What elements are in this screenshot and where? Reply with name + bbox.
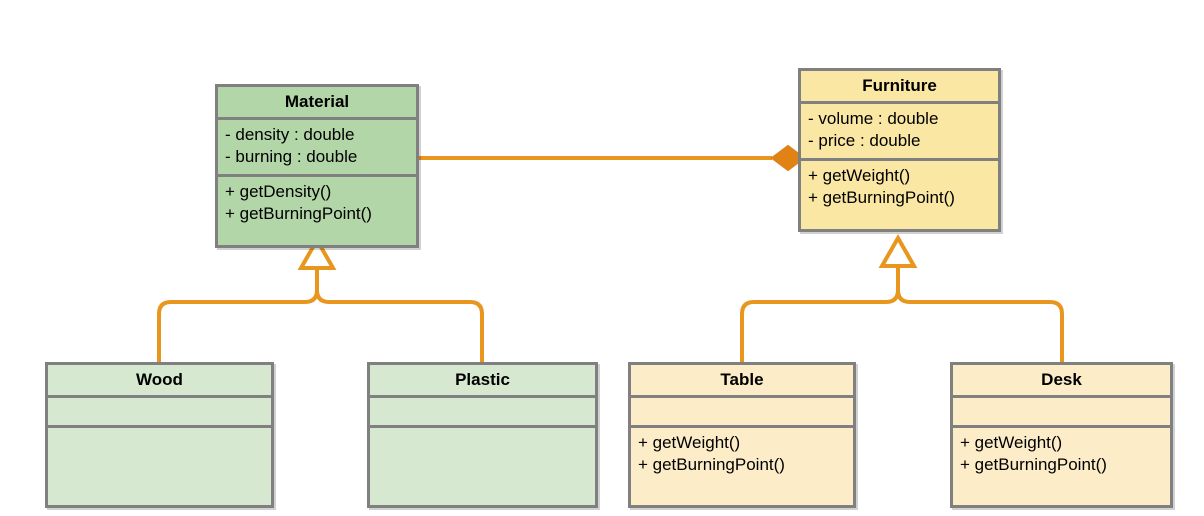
methods-compartment-plastic: [370, 428, 595, 505]
attributes-compartment-table: [631, 398, 853, 428]
uml-class-plastic[interactable]: Plastic: [367, 362, 598, 508]
class-name-table: Table: [631, 365, 853, 398]
method-item: + getBurningPoint(): [960, 455, 1107, 475]
attributes-compartment-plastic: [370, 398, 595, 428]
method-item: + getDensity(): [225, 182, 332, 201]
class-name-material: Material: [218, 87, 416, 120]
methods-compartment-furniture: + getWeight() + getBurningPoint(): [801, 161, 998, 229]
attribute-item: - volume : double: [808, 109, 939, 128]
class-name-plastic: Plastic: [370, 365, 595, 398]
uml-class-material[interactable]: Material - density : double - burning : …: [215, 84, 419, 248]
uml-class-desk[interactable]: Desk + getWeight() + getBurningPoint(): [950, 362, 1173, 508]
attributes-compartment-desk: [953, 398, 1170, 428]
attribute-item: - price : double: [808, 131, 921, 151]
method-item: + getBurningPoint(): [808, 188, 955, 208]
methods-compartment-table: + getWeight() + getBurningPoint(): [631, 428, 853, 505]
edge-generalization-material-subclasses[interactable]: [157, 235, 484, 364]
uml-class-wood[interactable]: Wood: [45, 362, 274, 508]
attribute-item: - burning : double: [225, 147, 358, 167]
attributes-compartment-material: - density : double - burning : double: [218, 120, 416, 177]
edge-composition-material-furniture[interactable]: [419, 144, 806, 172]
uml-class-table[interactable]: Table + getWeight() + getBurningPoint(): [628, 362, 856, 508]
uml-class-furniture[interactable]: Furniture - volume : double - price : do…: [798, 68, 1001, 232]
methods-compartment-wood: [48, 428, 271, 505]
class-name-wood: Wood: [48, 365, 271, 398]
methods-compartment-desk: + getWeight() + getBurningPoint(): [953, 428, 1170, 505]
method-item: + getBurningPoint(): [225, 204, 372, 224]
method-item: + getWeight(): [960, 433, 1063, 452]
attributes-compartment-furniture: - volume : double - price : double: [801, 104, 998, 161]
method-item: + getBurningPoint(): [638, 455, 785, 475]
methods-compartment-material: + getDensity() + getBurningPoint(): [218, 177, 416, 245]
edge-generalization-furniture-subclasses[interactable]: [740, 233, 1064, 364]
attributes-compartment-wood: [48, 398, 271, 428]
method-item: + getWeight(): [638, 433, 741, 452]
method-item: + getWeight(): [808, 166, 911, 185]
class-name-desk: Desk: [953, 365, 1170, 398]
class-name-furniture: Furniture: [801, 71, 998, 104]
hollow-triangle-marker-material: [297, 235, 337, 270]
attribute-item: - density : double: [225, 125, 355, 144]
hollow-triangle-marker-furniture: [878, 233, 918, 268]
